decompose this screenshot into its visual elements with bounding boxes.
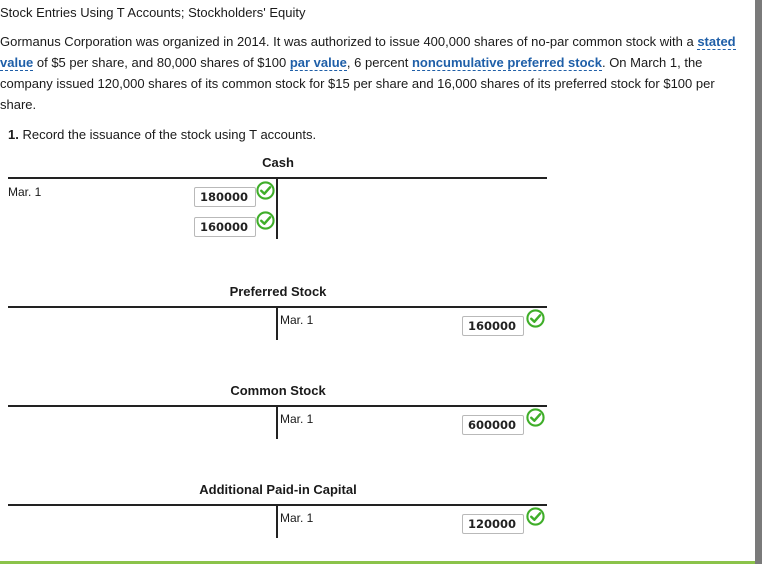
- t-account-vertical-line: [276, 504, 278, 538]
- glossary-link-noncumulative-preferred-stock[interactable]: noncumulative preferred stock: [411, 55, 602, 71]
- check-circle-icon: [256, 211, 275, 230]
- glossary-link-stated-value[interactable]: stated value: [0, 34, 736, 71]
- question-number: 1.: [8, 127, 19, 142]
- scrollbar-track[interactable]: [755, 0, 762, 564]
- question-instruction: 1. Record the issuance of the stock usin…: [8, 127, 316, 142]
- t-account-vertical-line: [276, 405, 278, 439]
- cash-debit-amount-input-1[interactable]: 180000: [194, 187, 256, 207]
- question-text: Record the issuance of the stock using T…: [22, 127, 317, 142]
- problem-text: , 6 percent: [346, 55, 412, 70]
- account-title-cash: Cash: [262, 155, 294, 170]
- page-title: Stock Entries Using T Accounts; Stockhol…: [0, 5, 306, 20]
- problem-text: Gormanus Corporation was organized in 20…: [0, 34, 698, 49]
- check-circle-icon: [526, 309, 545, 328]
- entry-date-label: Mar. 1: [280, 511, 314, 525]
- problem-statement: Gormanus Corporation was organized in 20…: [0, 31, 745, 115]
- t-account-vertical-line: [276, 177, 278, 239]
- cash-debit-amount-input-2[interactable]: 160000: [194, 217, 256, 237]
- entry-date-label: Mar. 1: [280, 412, 314, 426]
- account-title-additional-paid-in-capital: Additional Paid-in Capital: [199, 482, 357, 497]
- glossary-link-par-value[interactable]: par value: [289, 55, 347, 71]
- t-account-vertical-line: [276, 306, 278, 340]
- preferred-credit-amount-input[interactable]: 160000: [462, 316, 524, 336]
- entry-date-label: Mar. 1: [280, 313, 314, 327]
- apic-credit-amount-input[interactable]: 120000: [462, 514, 524, 534]
- account-title-common-stock: Common Stock: [230, 383, 326, 398]
- footer-accent-bar: [0, 561, 755, 564]
- check-circle-icon: [256, 181, 275, 200]
- check-circle-icon: [526, 507, 545, 526]
- common-credit-amount-input[interactable]: 600000: [462, 415, 524, 435]
- entry-date-label: Mar. 1: [8, 185, 42, 199]
- problem-text: . On March 1, the company issued 120,000…: [0, 55, 715, 112]
- check-circle-icon: [526, 408, 545, 427]
- account-title-preferred-stock: Preferred Stock: [229, 284, 327, 299]
- problem-text: of $5 per share, and 80,000 shares of $1…: [33, 55, 290, 70]
